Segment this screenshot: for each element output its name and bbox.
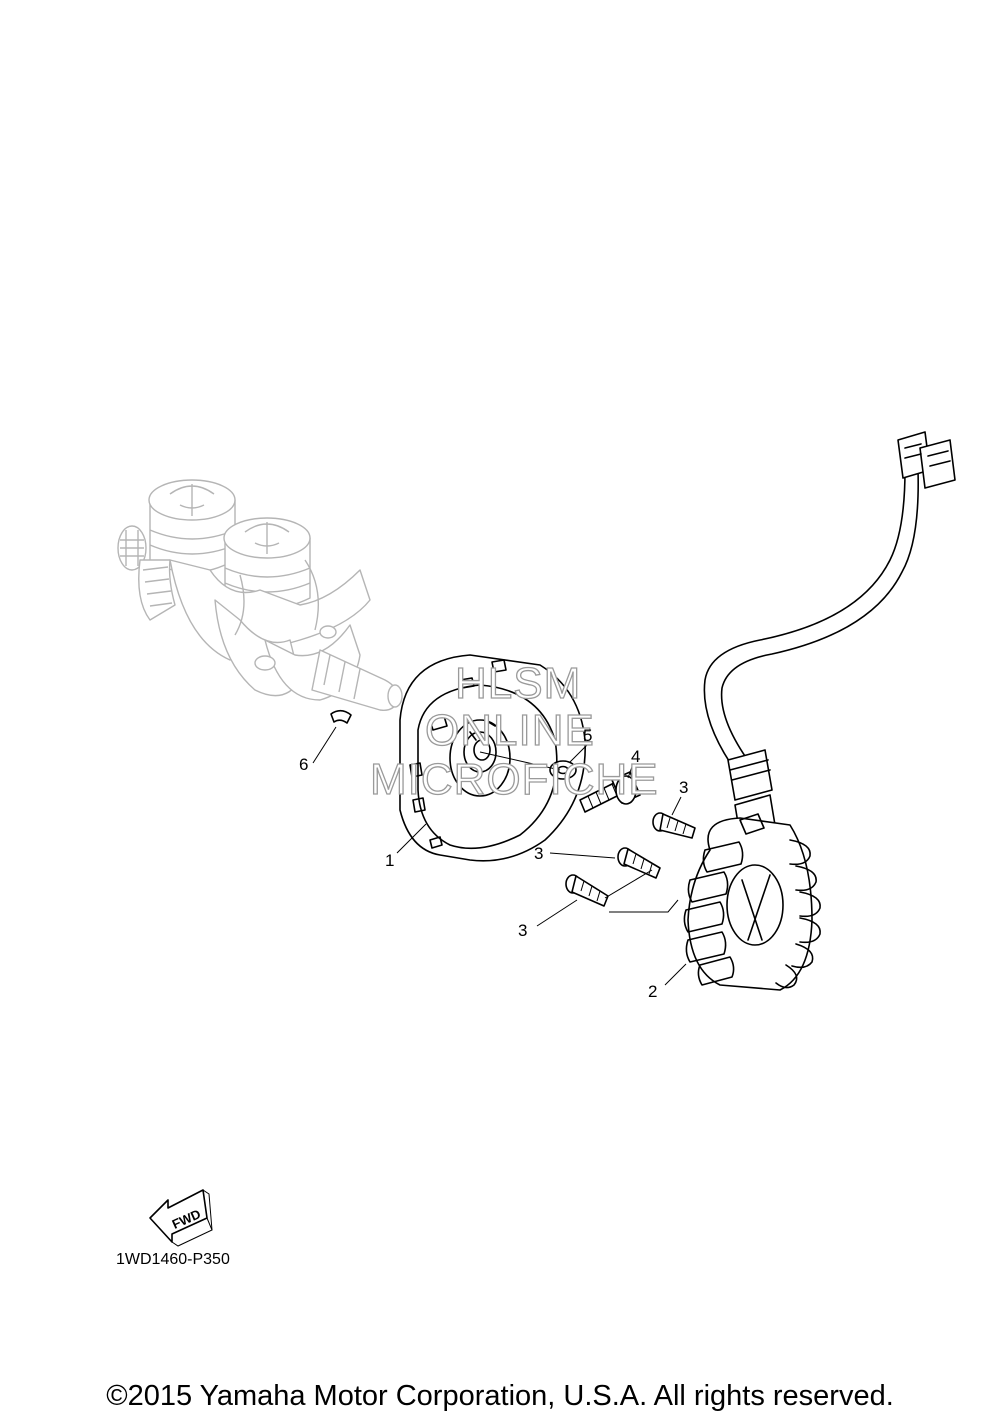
flywheel-rotor-part-1 bbox=[399, 654, 586, 862]
woodruff-key-part-6 bbox=[330, 709, 352, 724]
callout-3-middle: 3 bbox=[534, 844, 543, 863]
callout-5: 5 bbox=[583, 726, 592, 745]
callout-3-lower: 3 bbox=[518, 921, 527, 940]
watermark-line-3: MICROFICHE bbox=[370, 755, 659, 804]
callout-2: 2 bbox=[648, 982, 657, 1001]
callout-labels: 1 2 3 3 3 4 5 6 bbox=[299, 726, 688, 1001]
flange-bolt-part-4 bbox=[579, 771, 641, 813]
drawing-code: 1WD1460-P350 bbox=[116, 1251, 230, 1268]
stator-assembly-part-2 bbox=[683, 431, 956, 991]
washer-part-5 bbox=[549, 760, 577, 780]
callout-6: 6 bbox=[299, 755, 308, 774]
leader-lines bbox=[312, 726, 687, 986]
callout-4: 4 bbox=[631, 747, 640, 766]
watermark: HLSM ONLINE MICROFICHE bbox=[369, 658, 659, 804]
fwd-direction-arrow: FWD bbox=[149, 1189, 213, 1247]
crankshaft-piston-assembly bbox=[117, 479, 403, 711]
watermark-line-2: ONLINE bbox=[425, 706, 595, 755]
watermark-line-1: HLSM bbox=[455, 659, 581, 708]
copyright-notice: ©2015 Yamaha Motor Corporation, U.S.A. A… bbox=[106, 1380, 894, 1412]
callout-3-upper: 3 bbox=[679, 778, 688, 797]
stator-screws-part-3 bbox=[565, 812, 696, 907]
callout-1: 1 bbox=[385, 851, 394, 870]
